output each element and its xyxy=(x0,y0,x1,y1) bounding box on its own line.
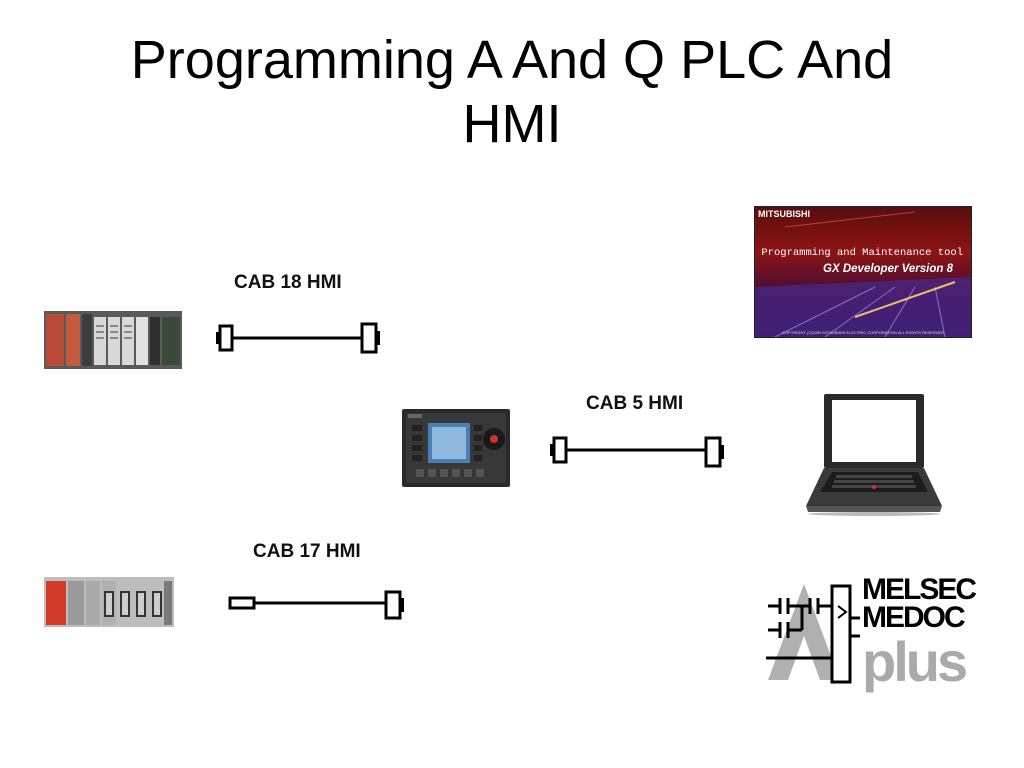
hmi-panel-image xyxy=(402,409,510,487)
plus-label: plus xyxy=(862,630,968,693)
gx-title: GX Developer Version 8 xyxy=(823,263,953,275)
melsec-medoc-logo: MELSEC MEDOC plus xyxy=(762,572,977,694)
q-series-plc-rack-image xyxy=(44,577,174,627)
melsec-label: MELSEC xyxy=(862,573,977,606)
page-title: Programming A And Q PLC And HMI xyxy=(0,28,1024,156)
gx-splash-background xyxy=(755,211,971,337)
gx-copyright: COPYRIGHT (C)2000 MITSUBISHI ELECTRIC CO… xyxy=(782,330,944,335)
laptop-image xyxy=(806,394,942,516)
gx-developer-splash-image: MITSUBISHI Programming and Maintenance t… xyxy=(754,206,972,338)
title-line-1: Programming A And Q PLC And xyxy=(130,30,894,90)
cab5-label: CAB 5 HMI xyxy=(586,393,684,414)
medoc-label: MEDOC xyxy=(862,601,966,634)
gx-brand-label: MITSUBISHI xyxy=(758,209,811,219)
cab17-label: CAB 17 HMI xyxy=(253,541,361,562)
cab17-cable-icon xyxy=(228,590,404,620)
cab18-cable-icon xyxy=(216,322,380,354)
cab18-label: CAB 18 HMI xyxy=(234,272,342,293)
a-series-plc-rack-image xyxy=(44,311,182,369)
gx-subtitle: Programming and Maintenance tool xyxy=(761,247,963,259)
cab5-cable-icon xyxy=(550,436,724,468)
title-line-2: HMI xyxy=(462,94,562,154)
ladder-logic-icon xyxy=(766,584,860,684)
